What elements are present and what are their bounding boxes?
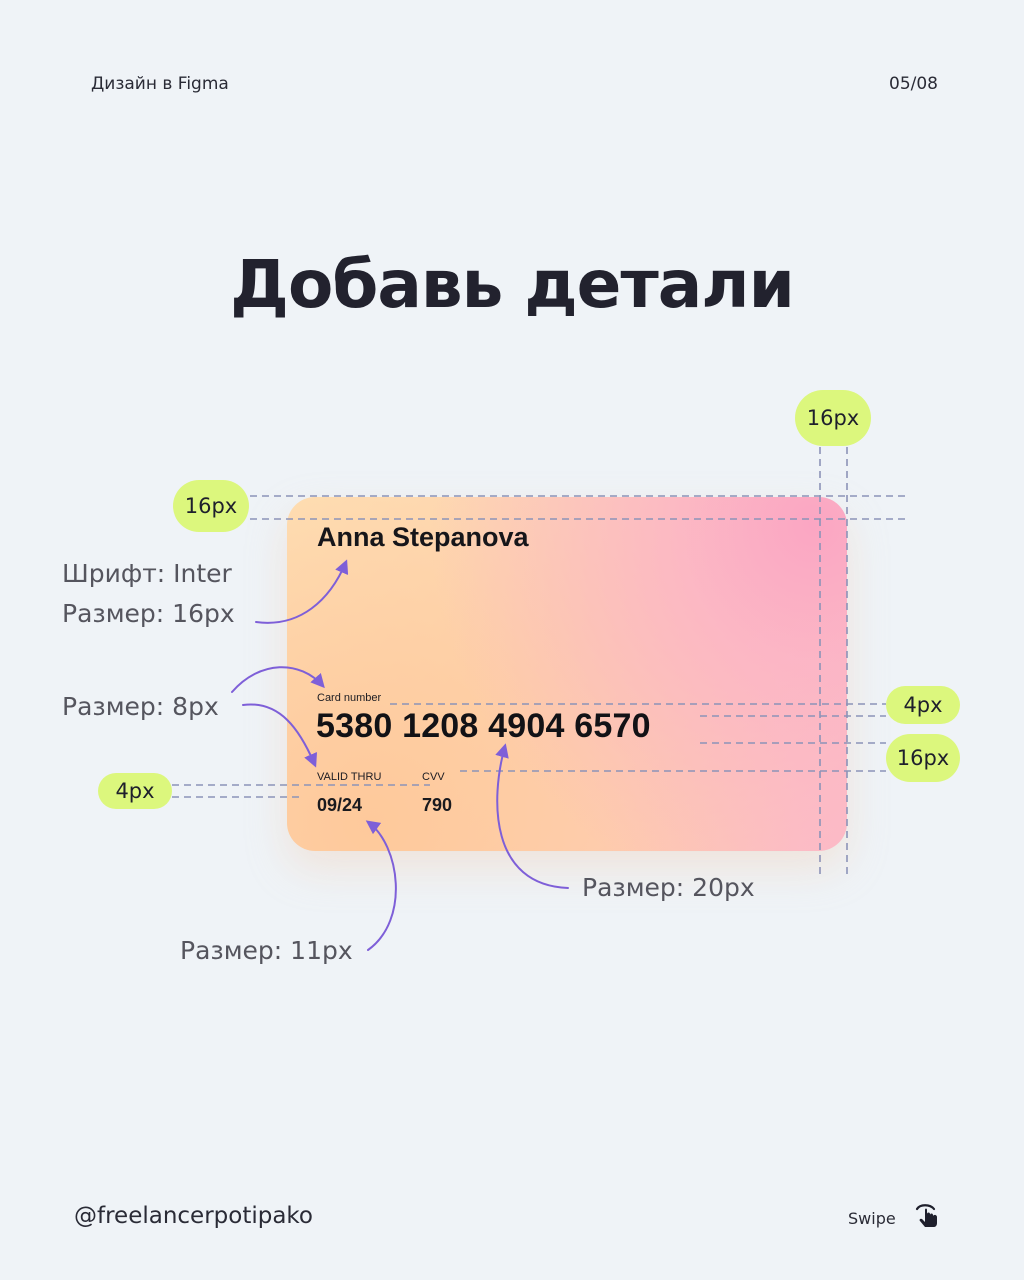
valid-thru-label: VALID THRU: [317, 771, 382, 783]
cvv-value: 790: [422, 795, 453, 815]
page-counter: 05/08: [889, 74, 938, 94]
row-gap-badge: 16px: [886, 734, 960, 782]
card-holder-name: Anna Stepanova: [317, 522, 529, 552]
cvv-label: CVV: [422, 771, 445, 783]
arrow-to-label: [231, 666, 325, 693]
valid-thru-value: 09/24: [317, 795, 363, 815]
top-padding-badge: 16px: [173, 480, 249, 532]
arrow-to-valid-value: [365, 820, 397, 951]
size-8-annotation: Размер: 8px: [62, 692, 219, 721]
hand-pointer-icon: [915, 1204, 937, 1227]
size-11-annotation: Размер: 11px: [180, 936, 353, 965]
series-title: Дизайн в Figma: [91, 74, 229, 94]
left-gap-badge: 4px: [98, 773, 172, 809]
label-gap-badge: 4px: [886, 686, 960, 724]
font-annotation: Шрифт: Inter: [62, 559, 232, 588]
card-number: 5380 1208 4904 6570: [316, 707, 651, 745]
author-handle: @freelancerpotipako: [74, 1203, 314, 1229]
size-16-annotation: Размер: 16px: [62, 599, 235, 628]
credit-card: [287, 497, 847, 851]
arrow-to-name: [255, 559, 349, 624]
page-title: Добавь детали: [230, 246, 795, 323]
right-padding-badge: 16px: [795, 390, 871, 446]
card-number-label: Card number: [317, 692, 382, 704]
arrow-to-valid-label: [242, 703, 318, 768]
arrow-to-number: [495, 743, 569, 889]
size-20-annotation: Размер: 20px: [582, 873, 755, 902]
swipe-label: Swipe: [848, 1209, 896, 1228]
